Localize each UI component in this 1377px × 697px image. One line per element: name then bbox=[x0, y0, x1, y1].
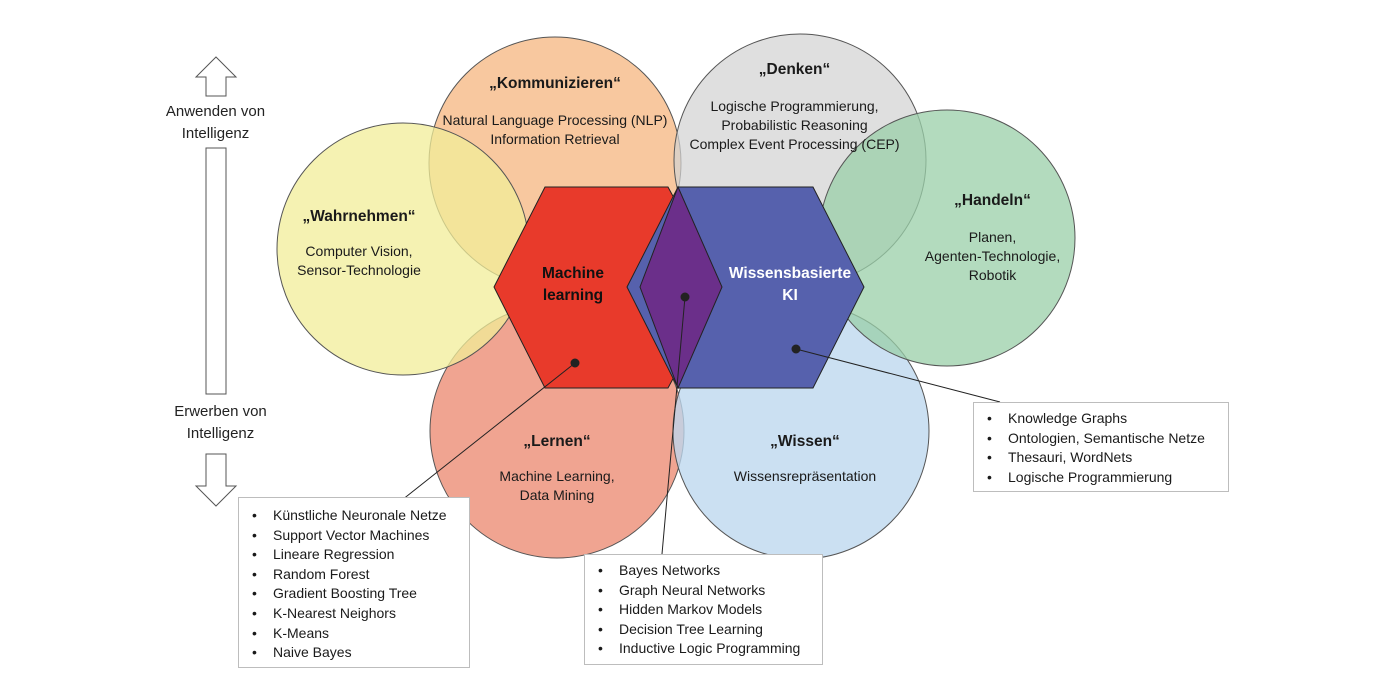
connector-dot-kb bbox=[791, 344, 801, 354]
list-item: Hidden Markov Models bbox=[585, 600, 822, 620]
axis-label-top: Anwenden von Intelligenz bbox=[165, 103, 266, 142]
text-denken-3: Complex Event Processing (CEP) bbox=[689, 136, 900, 152]
axis-label-bottom: Erwerben von Intelligenz bbox=[174, 403, 267, 442]
text-denken-1: Logische Programmierung, bbox=[710, 98, 879, 114]
title-lernen: „Lernen“ bbox=[523, 433, 591, 450]
list-item: Bayes Networks bbox=[585, 561, 822, 581]
list-item: Graph Neural Networks bbox=[585, 581, 822, 601]
axis-arrow-up-icon bbox=[194, 56, 238, 97]
text-handeln-1: Planen, bbox=[968, 229, 1017, 245]
text-kommunizieren-2: Information Retrieval bbox=[490, 131, 620, 147]
list-item: Naive Bayes bbox=[239, 643, 469, 663]
text-kommunizieren-1: Natural Language Processing (NLP) bbox=[442, 112, 668, 128]
title-handeln: „Handeln“ bbox=[954, 192, 1031, 209]
connector-ml bbox=[401, 362, 576, 501]
list-item: Künstliche Neuronale Netze bbox=[239, 506, 469, 526]
list-item: Lineare Regression bbox=[239, 545, 469, 565]
list-item: Thesauri, WordNets bbox=[974, 448, 1228, 468]
list-item: Knowledge Graphs bbox=[974, 409, 1228, 429]
text-wissensbasierte-ki-1: Wissensbasierte bbox=[728, 265, 852, 282]
title-wahrnehmen: „Wahrnehmen“ bbox=[302, 208, 416, 225]
connector-dot-ml bbox=[570, 358, 580, 368]
axis-arrow bbox=[194, 56, 238, 507]
connector-hybrid bbox=[661, 296, 686, 555]
label-machine-learning: Machine learning bbox=[522, 263, 624, 307]
text-lernen-1: Machine Learning, bbox=[499, 468, 615, 484]
text-wahrnehmen-1: Computer Vision, bbox=[305, 243, 413, 259]
axis-arrow-shaft bbox=[205, 147, 227, 395]
text-denken-2: Probabilistic Reasoning bbox=[721, 117, 868, 133]
connector-kb bbox=[795, 348, 1001, 403]
text-machine-learning-1: Machine bbox=[541, 265, 604, 282]
list-item: Decision Tree Learning bbox=[585, 620, 822, 640]
title-wissen: „Wissen“ bbox=[770, 433, 840, 450]
title-kommunizieren: „Kommunizieren“ bbox=[489, 75, 621, 92]
list-item: Gradient Boosting Tree bbox=[239, 584, 469, 604]
list-item: K-Means bbox=[239, 624, 469, 644]
text-wissen-1: Wissensrepräsentation bbox=[733, 468, 877, 484]
list-item: Logische Programmierung bbox=[974, 468, 1228, 488]
label-denken: „Denken“ Logische Programmierung, Probab… bbox=[672, 60, 917, 154]
label-wahrnehmen: „Wahrnehmen“ Computer Vision, Sensor-Tec… bbox=[278, 207, 440, 280]
label-kommunizieren: „Kommunizieren“ Natural Language Process… bbox=[430, 74, 680, 149]
box-ml-methods: Künstliche Neuronale Netze Support Vecto… bbox=[238, 497, 470, 668]
list-item: Random Forest bbox=[239, 565, 469, 585]
label-handeln: „Handeln“ Planen, Agenten-Technologie, R… bbox=[910, 191, 1075, 285]
label-lernen: „Lernen“ Machine Learning, Data Mining bbox=[477, 432, 637, 505]
text-handeln-3: Robotik bbox=[968, 267, 1017, 283]
list-item: K-Nearest Neighors bbox=[239, 604, 469, 624]
text-wahrnehmen-2: Sensor-Technologie bbox=[297, 262, 421, 278]
box-hybrid-methods: Bayes Networks Graph Neural Networks Hid… bbox=[584, 554, 823, 665]
list-item: Inductive Logic Programming bbox=[585, 639, 822, 659]
list-item: Ontologien, Semantische Netze bbox=[974, 429, 1228, 449]
list-item: Support Vector Machines bbox=[239, 526, 469, 546]
connector-dot-hybrid bbox=[680, 292, 690, 302]
text-machine-learning-2: learning bbox=[542, 287, 604, 304]
title-denken: „Denken“ bbox=[758, 61, 831, 78]
text-lernen-2: Data Mining bbox=[519, 487, 595, 503]
hexagon-overlap bbox=[639, 185, 723, 390]
box-kb-methods: Knowledge Graphs Ontologien, Semantische… bbox=[973, 402, 1229, 492]
text-wissensbasierte-ki-2: KI bbox=[782, 287, 798, 304]
axis-arrow-down-icon bbox=[194, 453, 238, 507]
label-wissensbasierte-ki: Wissensbasierte KI bbox=[718, 263, 862, 307]
text-handeln-2: Agenten-Technologie, bbox=[924, 248, 1061, 264]
label-wissen: „Wissen“ Wissensrepräsentation bbox=[715, 432, 895, 486]
